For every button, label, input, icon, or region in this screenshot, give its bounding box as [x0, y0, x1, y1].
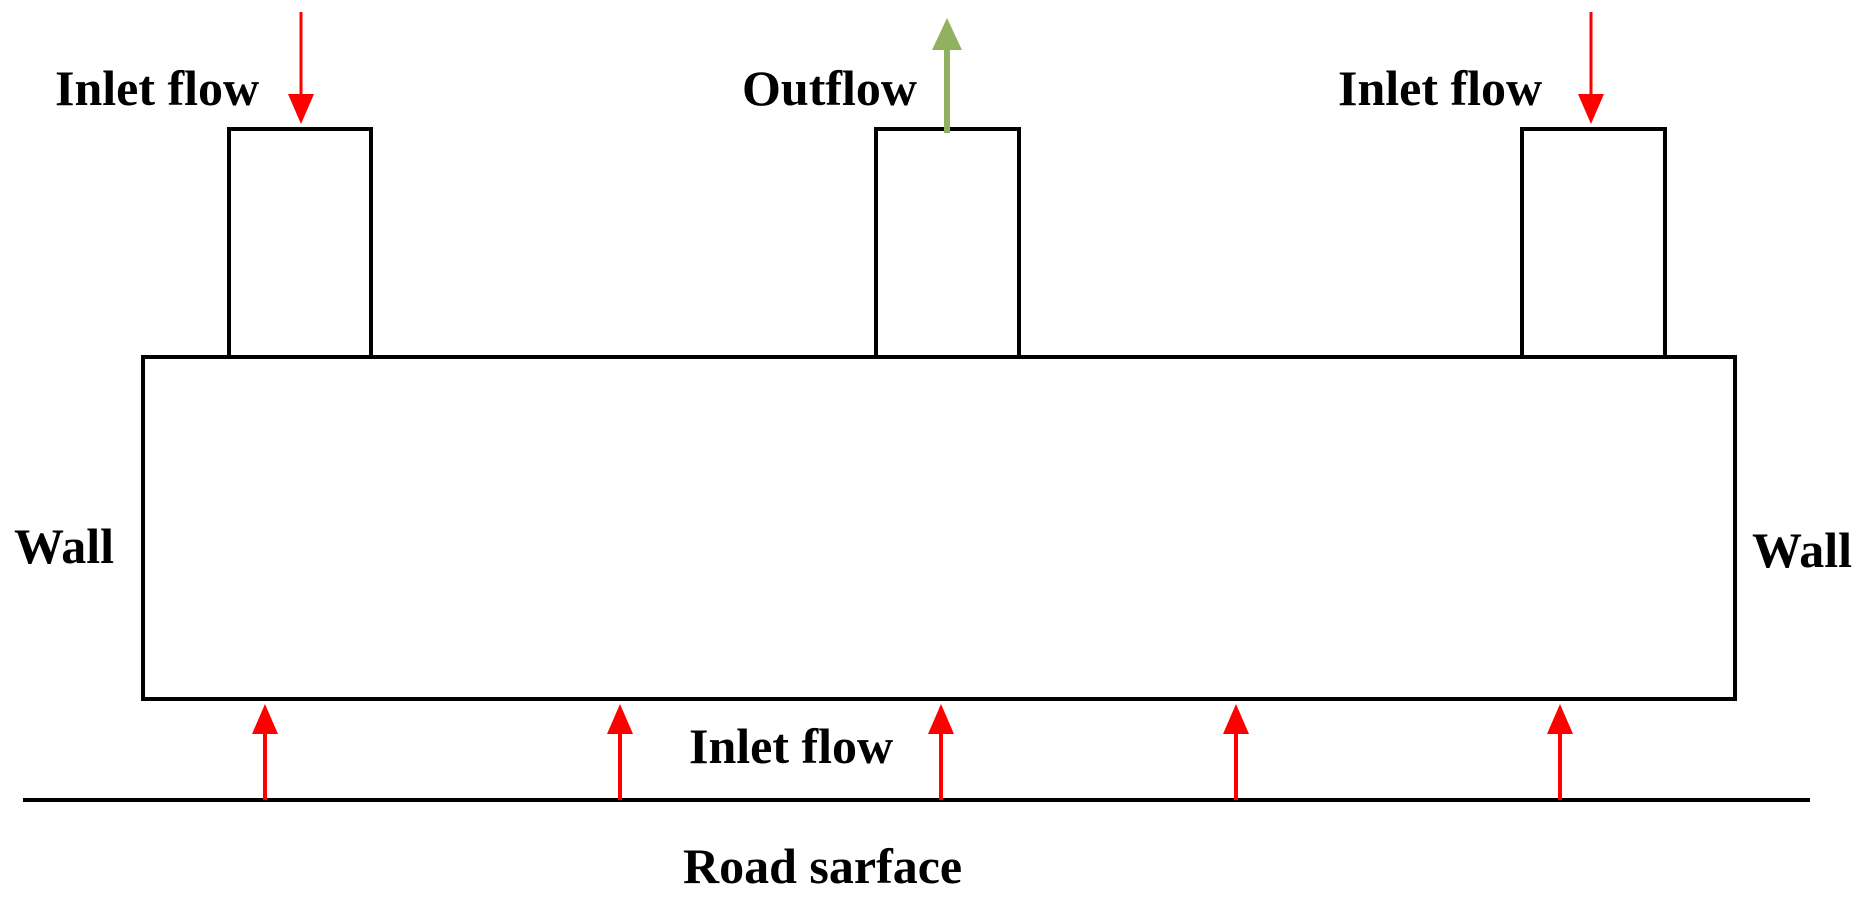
inlet-arrow-left-icon — [288, 12, 314, 124]
shaft-center — [874, 127, 1021, 359]
label-wall-left: Wall — [14, 518, 114, 574]
bottom-inlet-arrow-5-icon — [1547, 704, 1573, 800]
bottom-inlet-arrow-2-icon — [607, 704, 633, 800]
shaft-right — [1520, 127, 1667, 359]
label-outflow: Outflow — [742, 60, 917, 116]
shaft-left — [227, 127, 373, 359]
label-inlet-right: Inlet flow — [1338, 60, 1542, 116]
outflow-arrow-icon — [932, 18, 962, 133]
main-chamber — [141, 355, 1737, 701]
bottom-inlet-arrow-1-icon — [252, 704, 278, 800]
label-road-surface: Road sarface — [683, 838, 962, 894]
label-inlet-bottom: Inlet flow — [689, 718, 893, 774]
label-inlet-left: Inlet flow — [55, 60, 259, 116]
bottom-inlet-arrow-4-icon — [1223, 704, 1249, 800]
label-wall-right: Wall — [1752, 522, 1852, 578]
inlet-arrow-right-icon — [1578, 12, 1604, 124]
bottom-inlet-arrow-3-icon — [928, 704, 954, 800]
